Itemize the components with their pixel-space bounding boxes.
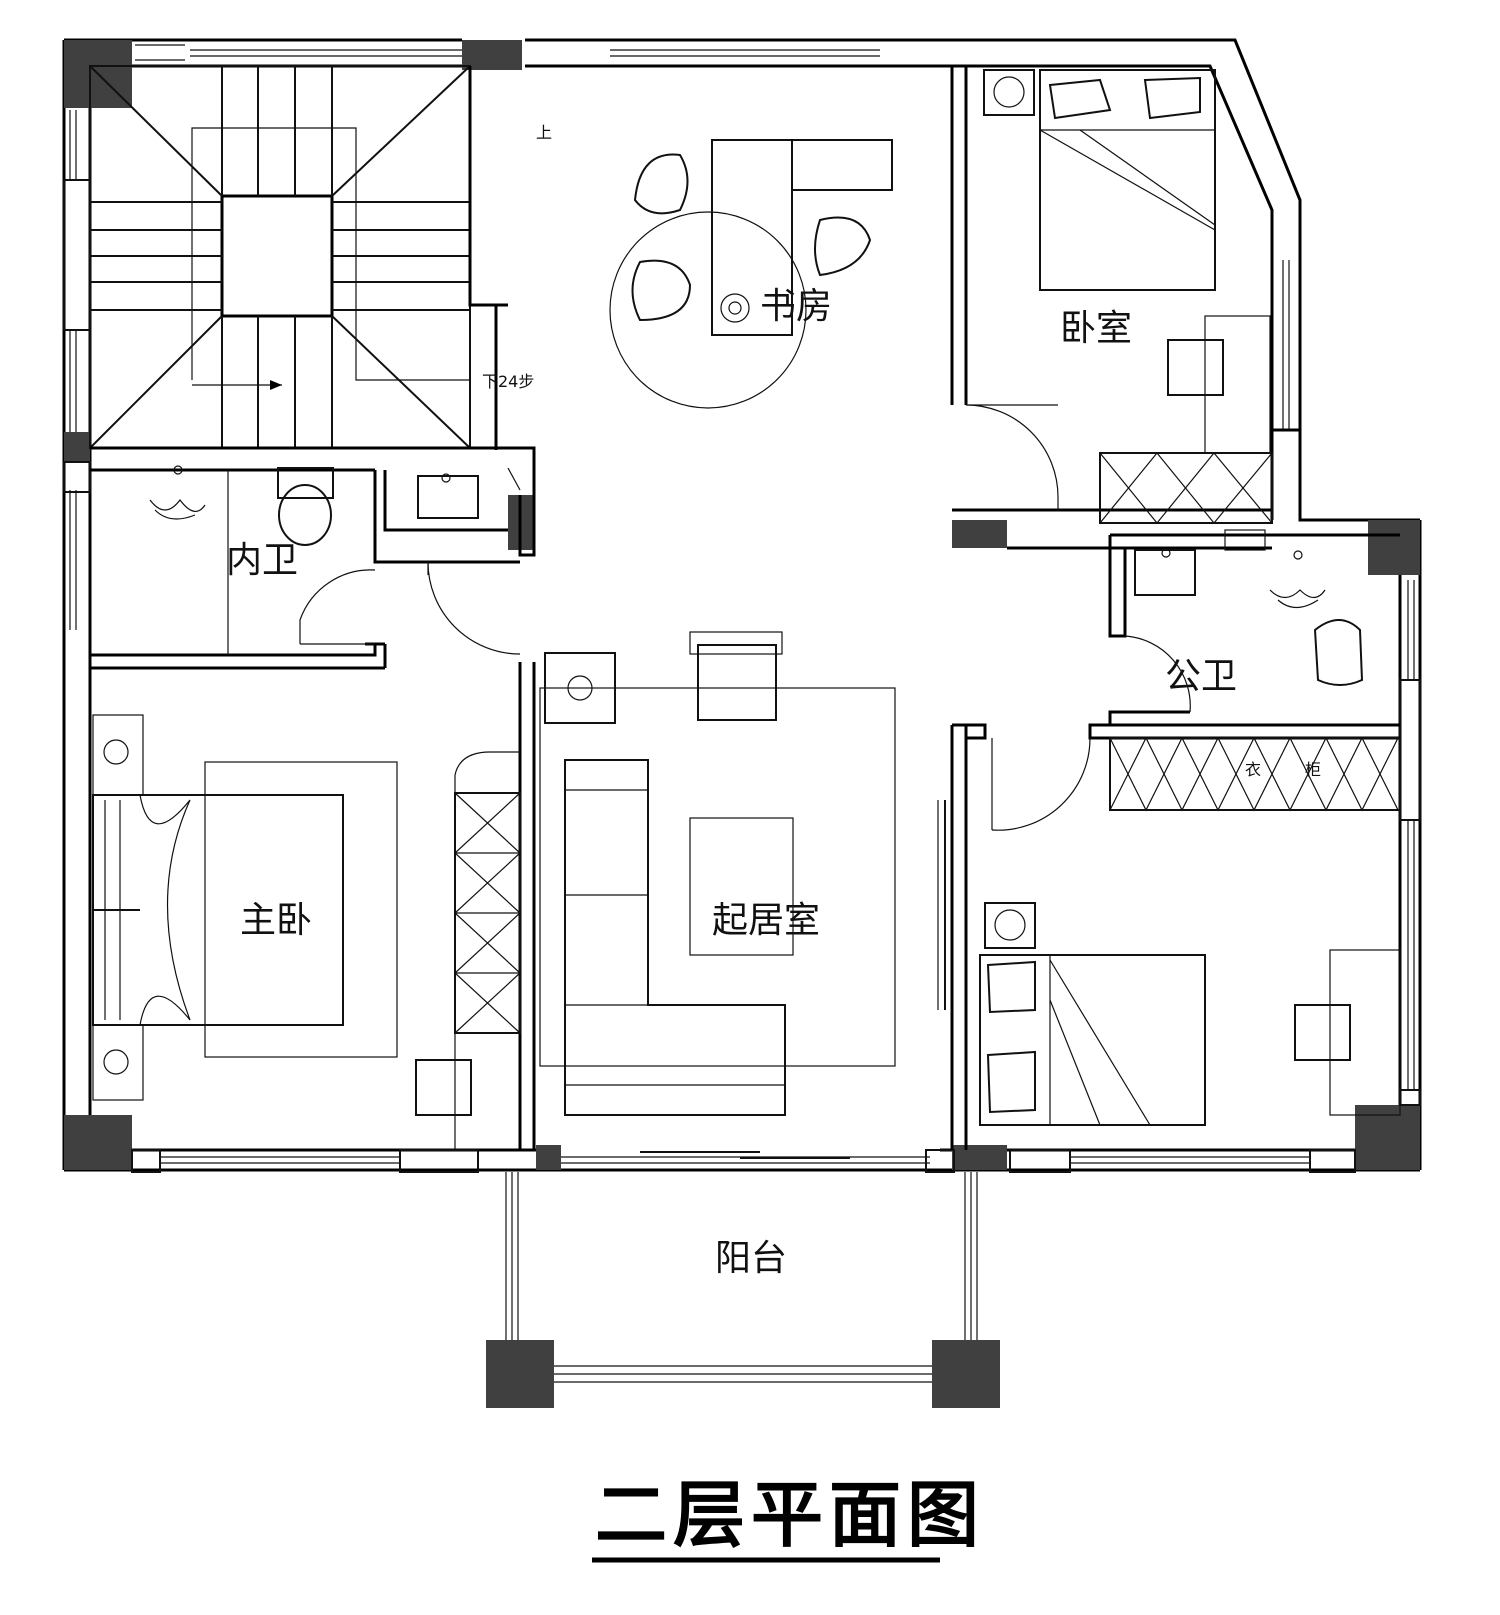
bedroom2-furniture	[979, 902, 1401, 1126]
stair-down-label: 下24步	[482, 372, 534, 391]
living-furniture	[539, 631, 946, 1116]
wardrobe-label-1: 衣	[1245, 760, 1261, 779]
room-label-study: 书房	[760, 286, 832, 327]
room-label-bedroom: 卧室	[1060, 308, 1132, 349]
bedroom-furniture	[983, 69, 1273, 524]
stair-up-label: 上	[536, 123, 552, 142]
public-bath-fixtures	[1134, 529, 1364, 686]
room-label-public-bath: 公卫	[1165, 656, 1237, 697]
drawing-title: 二层平面图	[592, 1473, 985, 1563]
exterior-walls	[62, 38, 1422, 1172]
study-desk	[609, 139, 893, 409]
master-bedroom-furniture	[92, 714, 521, 1150]
wardrobe	[1109, 736, 1401, 812]
doors	[299, 404, 1191, 1159]
room-label-living-room: 起居室	[712, 900, 820, 941]
room-labels: 书房 卧室 内卫 公卫 主卧 起居室 阳台 上 下24步 衣 柜	[226, 123, 1321, 1279]
room-label-inner-bath: 内卫	[226, 540, 298, 581]
balcony	[505, 1172, 978, 1383]
page-title: 二层平面图	[595, 1473, 985, 1557]
interior-walls	[90, 66, 1400, 1150]
room-label-balcony: 阳台	[715, 1238, 787, 1279]
staircase	[89, 65, 508, 450]
room-label-master-bedroom: 主卧	[240, 900, 312, 941]
windows	[69, 44, 1415, 1164]
inner-bath-fixtures	[149, 465, 521, 546]
wardrobe-label-2: 柜	[1305, 760, 1321, 779]
